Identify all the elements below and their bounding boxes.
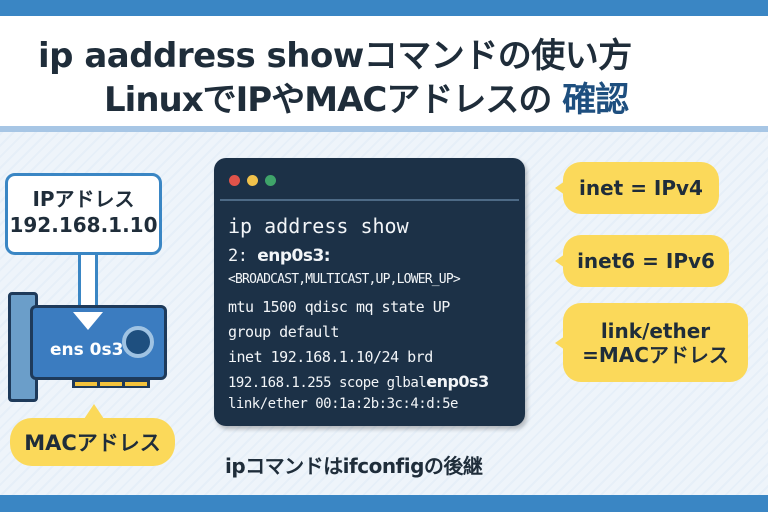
header-divider [0, 126, 768, 132]
minimize-dot-icon [247, 175, 258, 186]
mac-address-callout: MACアドレス [10, 418, 175, 466]
title-line-2-main: LinuxでIPやMACアドレスの [104, 80, 552, 120]
bubble-inet6: inet6 = IPv6 [555, 235, 729, 287]
arrow-down-icon [73, 312, 103, 330]
mac-bubble-tail [84, 404, 104, 419]
bubble-link-ether: link/ether=MACアドレス [555, 303, 748, 382]
terminal-line: <BROADCAST,MULTICAST,UP,LOWER_UP> [228, 272, 461, 287]
iface-name: enp0s3: [257, 246, 331, 266]
terminal-iface-line: 2: enp0s3: [228, 246, 331, 266]
header [0, 16, 768, 126]
caption: ipコマンドはifconfigの後継 [225, 454, 483, 478]
close-dot-icon [229, 175, 240, 186]
bubble-text: inet6 = IPv6 [577, 249, 715, 273]
card-pins [72, 380, 150, 388]
bubble-text: inet = IPv4 [579, 176, 703, 200]
ip-label: IPアドレス [32, 187, 135, 211]
maximize-dot-icon [265, 175, 276, 186]
terminal-scope-line: 192.168.1.255 scope glbalenp0s3 [228, 372, 489, 391]
ip-value: 192.168.1.10 [9, 213, 158, 237]
bottom-bar [0, 495, 768, 512]
bubble-tail [555, 181, 565, 195]
title-line-2: LinuxでIPやMACアドレスの 確認 [104, 72, 629, 121]
bubble-text: =MACアドレス [582, 342, 729, 367]
bubble-inet: inet = IPv4 [555, 162, 719, 214]
bubble-tail [555, 254, 565, 268]
title-line-2-accent: 確認 [562, 80, 629, 120]
iface-prefix: 2: [228, 246, 258, 266]
terminal-ether-line: link/ether 00:1a:2b:3c:4:d:5e [228, 396, 458, 412]
terminal-divider [220, 199, 519, 201]
bubble-text: link/ether [600, 318, 711, 343]
title-line-1: ip aaddress showコマンドの使い方 [38, 36, 632, 76]
terminal-line: mtu 1500 qdisc mq state UP [228, 298, 450, 316]
scope-text: 192.168.1.255 scope glbal [228, 375, 427, 391]
bubble-tail [555, 335, 565, 350]
top-bar [0, 0, 768, 16]
ethernet-port-icon [122, 326, 154, 358]
nic-label: ens 0s3 [50, 340, 124, 360]
terminal-command: ip address show [228, 214, 409, 238]
terminal-line: group default [228, 323, 339, 341]
terminal-window: ip address show 2: enp0s3: <BROADCAST,MU… [214, 158, 525, 426]
arrow-stem [78, 252, 98, 314]
terminal-line: inet 192.168.1.10/24 brd [228, 348, 433, 366]
scope-iface: enp0s3 [426, 372, 489, 391]
